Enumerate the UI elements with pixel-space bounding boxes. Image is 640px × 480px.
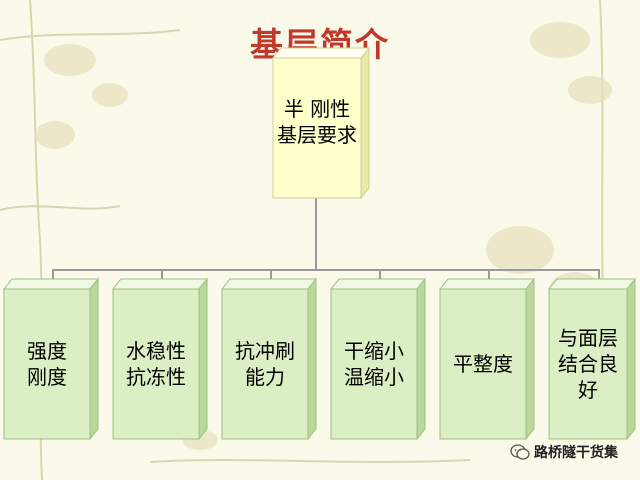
child-node-2: 水稳性 抗冻性: [111, 277, 209, 441]
connector-horizontal-bar: [52, 269, 600, 271]
connector-root-stem: [315, 197, 317, 270]
connector-drop-4: [379, 269, 381, 279]
child-node-2-label: 水稳性 抗冻性: [126, 339, 186, 389]
child-node-4: 干缩小 温缩小: [329, 277, 427, 441]
child-node-6-label: 与面层 结合良 好: [558, 326, 618, 402]
child-node-3-label: 抗冲刷 能力: [235, 339, 295, 389]
child-node-3: 抗冲刷 能力: [220, 277, 318, 441]
watermark-text: 路桥隧干货集: [534, 445, 618, 461]
child-node-1: 强度 刚度: [2, 277, 100, 441]
connector-drop-3: [270, 269, 272, 279]
root-node: 半 刚性 基层要求: [271, 46, 371, 200]
connector-drop-6: [598, 269, 600, 279]
wechat-icon: [510, 444, 530, 460]
child-node-6: 与面层 结合良 好: [547, 277, 637, 441]
child-node-4-label: 干缩小 温缩小: [344, 339, 404, 389]
root-node-label: 半 刚性 基层要求: [277, 97, 357, 147]
child-node-1-label: 强度 刚度: [27, 339, 67, 389]
child-node-5: 平整度: [438, 277, 536, 441]
watermark: 路桥隧干货集: [510, 442, 618, 462]
connector-drop-2: [161, 269, 163, 279]
connector-drop-5: [488, 269, 490, 279]
connector-drop-1: [52, 269, 54, 279]
child-node-5-label: 平整度: [453, 352, 513, 376]
